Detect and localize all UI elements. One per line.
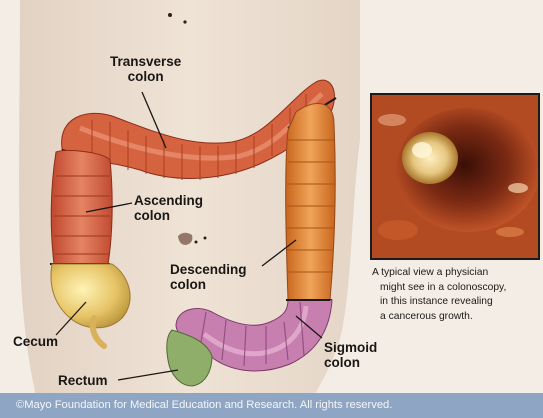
descending-colon-shape: [286, 103, 336, 300]
caption-line: a cancerous growth.: [372, 310, 542, 325]
copyright-footer: ©Mayo Foundation for Medical Education a…: [0, 393, 543, 418]
photo-caption: A typical view a physician might see in …: [372, 266, 542, 324]
ascending-colon-shape: [51, 150, 112, 264]
caption-line: might see in a colonoscopy,: [372, 281, 542, 296]
label-rectum: Rectum: [58, 373, 108, 388]
colonoscopy-photo-frame: [370, 93, 540, 260]
caption-line: A typical view a physician: [372, 266, 542, 281]
label-cecum: Cecum: [13, 334, 58, 349]
caption-line: in this instance revealing: [372, 295, 542, 310]
